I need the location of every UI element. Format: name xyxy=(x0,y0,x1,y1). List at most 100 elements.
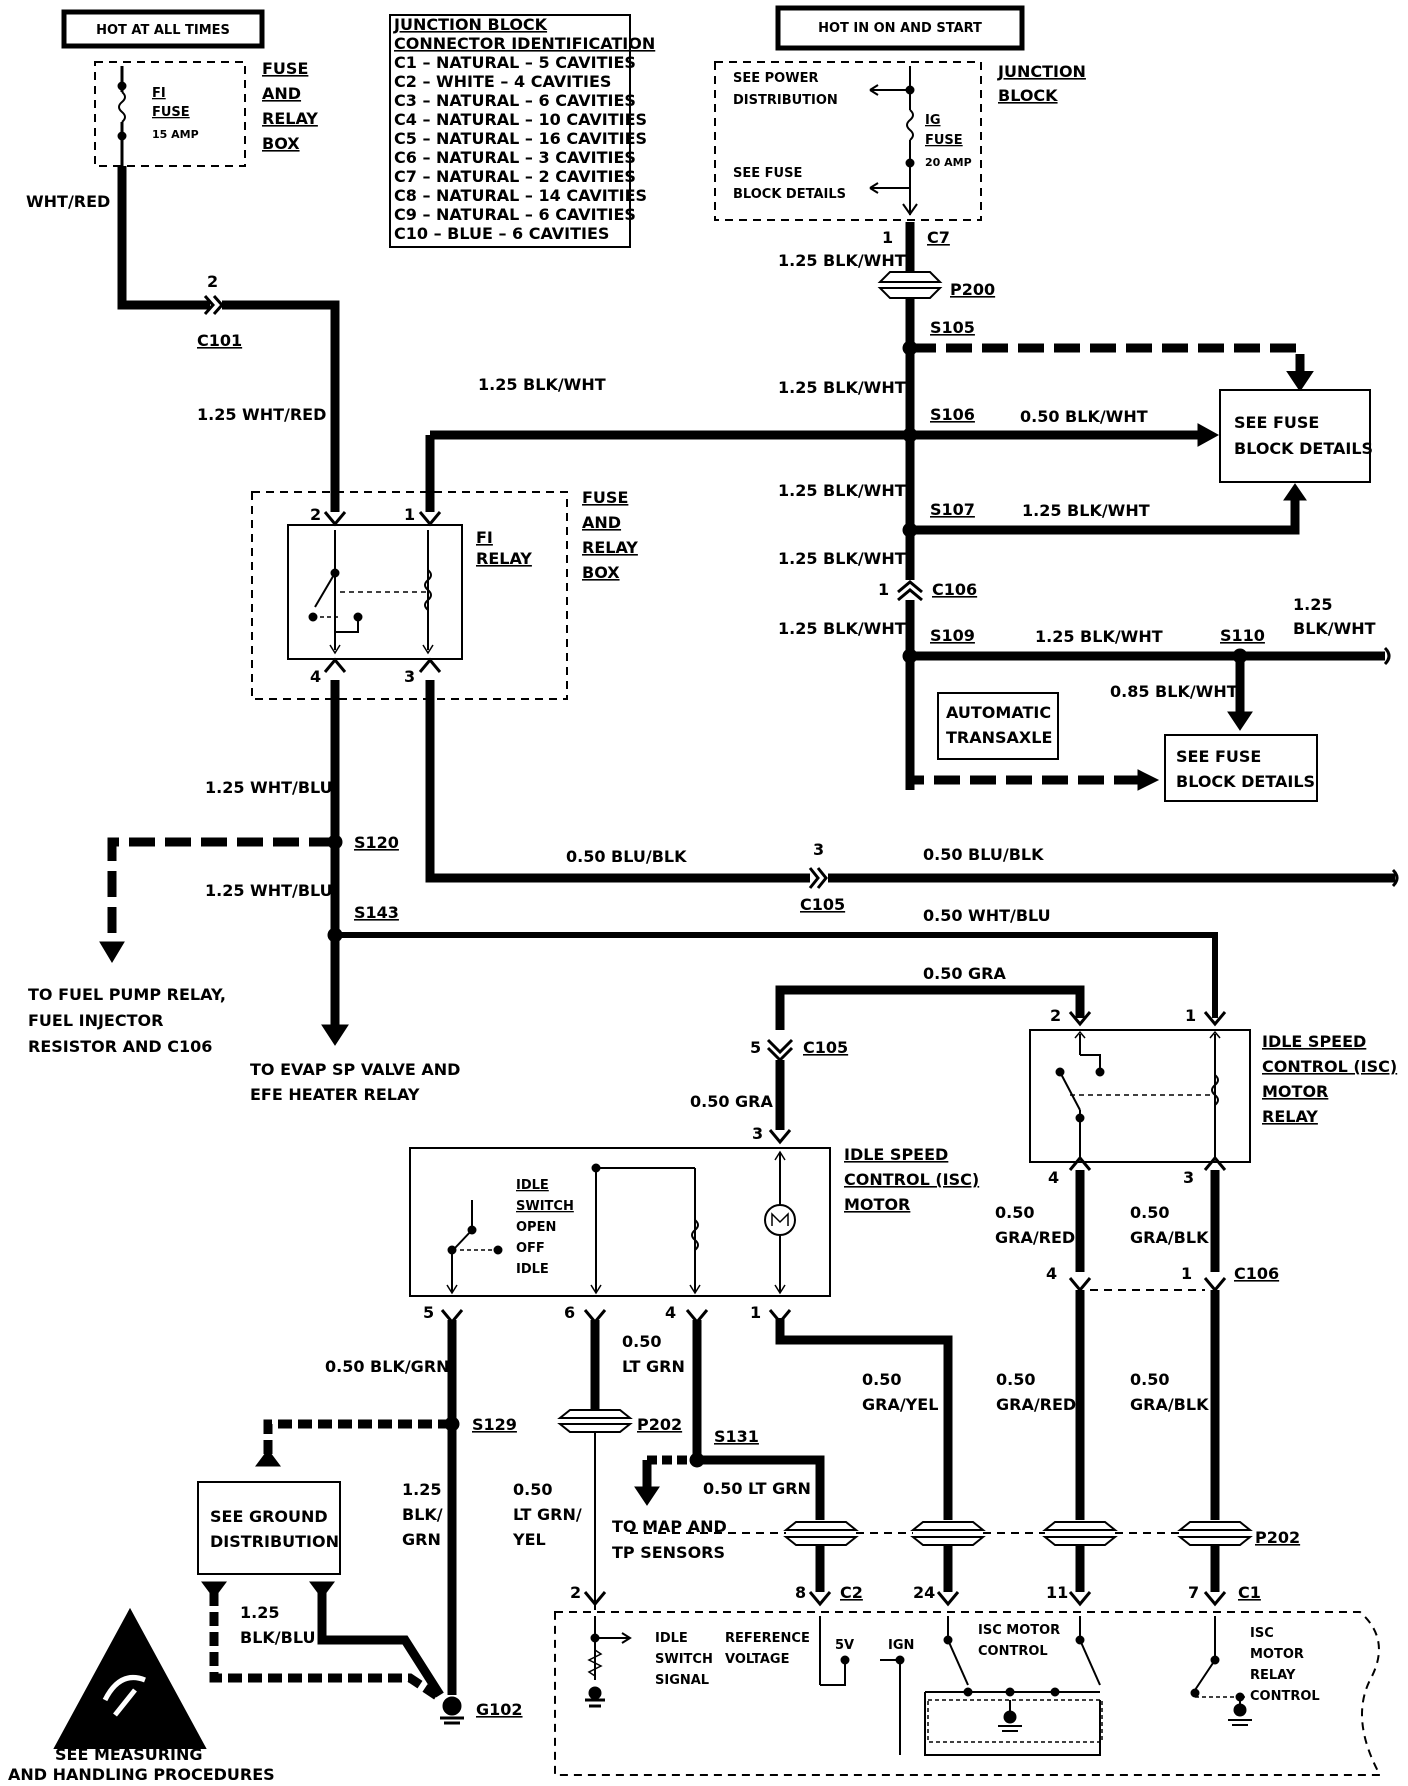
wire-label: 1.25 BLK/WHT xyxy=(778,549,906,568)
wire-label: 0.50 xyxy=(622,1332,661,1351)
s120-label: S120 xyxy=(354,833,399,852)
p202-connector-row xyxy=(783,1521,1253,1546)
hot-at-all-times-box xyxy=(61,9,265,49)
s105-label: S105 xyxy=(930,318,975,337)
ecm-reference-label: REFERENCE xyxy=(725,1631,810,1646)
isc-motor-label: CONTROL (ISC) xyxy=(844,1170,979,1189)
connector-row: C5 – NATURAL – 16 CAVITIES xyxy=(394,129,647,148)
c7-label: C7 xyxy=(927,228,950,247)
pin-label: 4 xyxy=(665,1303,676,1322)
p200-label: P200 xyxy=(950,280,995,299)
ecm-idle-switch-label: SIGNAL xyxy=(655,1673,709,1688)
see-fuse-block-box-1 xyxy=(1219,389,1371,483)
ecm-isc-relay-label: MOTOR xyxy=(1250,1647,1304,1662)
pin-label: 1 xyxy=(404,505,415,524)
c101-label: C101 xyxy=(197,331,242,350)
g102-label: G102 xyxy=(476,1700,523,1719)
idle-switch-label: OPEN xyxy=(516,1220,556,1235)
wire-label: 1.25 WHT/BLU xyxy=(205,881,333,900)
wire-label: 1.25 BLK/WHT xyxy=(1035,627,1163,646)
wire-label: 1.25 BLK/WHT xyxy=(478,375,606,394)
wire-label: 0.50 xyxy=(1130,1370,1169,1389)
wire-label: 1.25 xyxy=(402,1480,441,1499)
ecm-ign-label: IGN xyxy=(888,1638,914,1653)
c1-label: C1 xyxy=(1238,1583,1261,1602)
see-fuse-label: SEE FUSE xyxy=(1234,413,1319,432)
pin-label: 1 xyxy=(882,228,893,247)
pin-label: 24 xyxy=(913,1583,935,1602)
wire-label: 0.50 LT GRN xyxy=(703,1479,811,1498)
s106-label: S106 xyxy=(930,405,975,424)
connector-table-subtitle: CONNECTOR IDENTIFICATION xyxy=(394,34,655,53)
wire-wht-blu-050 xyxy=(335,932,1218,1018)
see-ground-label: DISTRIBUTION xyxy=(210,1532,339,1551)
to-evap-label: EFE HEATER RELAY xyxy=(250,1085,420,1104)
wire-s120-dashed xyxy=(107,837,335,945)
ecm-isc-control-label: ISC MOTOR xyxy=(978,1623,1060,1638)
wire-label: 0.50 xyxy=(995,1203,1034,1222)
fuse-relay-box-label: BOX xyxy=(262,134,300,153)
relay-box-label: BOX xyxy=(582,563,620,582)
c105-label: C105 xyxy=(800,895,845,914)
pin-label: 4 xyxy=(310,667,321,686)
pin-label: 3 xyxy=(1183,1168,1194,1187)
wire-label: 0.50 BLK/WHT xyxy=(1020,407,1148,426)
hot-in-on-start-label: HOT IN ON AND START xyxy=(818,21,982,36)
ecm-isc-relay-label: RELAY xyxy=(1250,1668,1296,1683)
wire-label: 1.25 BLK/WHT xyxy=(778,378,906,397)
wire-gra xyxy=(775,985,1085,1030)
idle-switch-label: IDLE xyxy=(516,1262,549,1277)
wire-label: 0.50 GRA xyxy=(690,1092,774,1111)
hot-at-all-times-label: HOT AT ALL TIMES xyxy=(96,23,230,38)
pin-label: 8 xyxy=(795,1583,806,1602)
p202-connector-a xyxy=(557,1409,633,1419)
pin-label: 4 xyxy=(1048,1168,1059,1187)
pin-label: 3 xyxy=(404,667,415,686)
fi-relay-inner xyxy=(287,524,463,660)
s107-label: S107 xyxy=(930,500,975,519)
c105-label: C105 xyxy=(803,1038,848,1057)
pin-label: 3 xyxy=(752,1124,763,1143)
c105-connector-b xyxy=(766,1038,794,1063)
see-ground-label: SEE GROUND xyxy=(210,1507,328,1526)
see-fuse-block-box-2 xyxy=(1164,734,1318,802)
wire-label: 1.25 xyxy=(1293,595,1332,614)
wire-label: LT GRN xyxy=(622,1357,685,1376)
s110-label: S110 xyxy=(1220,626,1265,645)
hot-in-on-start-box xyxy=(775,5,1025,51)
isc-relay-label: MOTOR xyxy=(1262,1082,1328,1101)
auto-transaxle-label: AUTOMATIC xyxy=(946,703,1051,722)
wire-label: 1.25 BLK/WHT xyxy=(778,481,906,500)
connector-row: C10 – BLUE – 6 CAVITIES xyxy=(394,224,609,243)
connector-row: C2 – WHITE – 4 CAVITIES xyxy=(394,72,611,91)
ecm-idle-switch-label: IDLE xyxy=(655,1631,688,1646)
connector-table: JUNCTION BLOCK CONNECTOR IDENTIFICATION … xyxy=(393,15,655,243)
pin-label: 3 xyxy=(813,840,824,859)
fuse-relay-box-label: FUSE xyxy=(262,59,308,78)
pin-label: 7 xyxy=(1188,1583,1199,1602)
auto-transaxle-box xyxy=(937,692,1059,760)
ecm-reference-label: VOLTAGE xyxy=(725,1652,790,1667)
to-map-label: TP SENSORS xyxy=(612,1543,725,1562)
pin-label: 2 xyxy=(1050,1006,1061,1025)
connector-row: C1 – NATURAL – 5 CAVITIES xyxy=(394,53,636,72)
to-fuel-pump-label: RESISTOR AND C106 xyxy=(28,1037,212,1056)
wire-gra-yel xyxy=(775,1318,953,1520)
pin-label: 1 xyxy=(750,1303,761,1322)
wire-label: 0.50 BLK/GRN xyxy=(325,1357,450,1376)
wire-label: GRA/RED xyxy=(995,1228,1075,1247)
pin-label: 11 xyxy=(1046,1583,1068,1602)
to-fuel-pump-label: TO FUEL PUMP RELAY, xyxy=(28,985,226,1004)
connector-row: C9 – NATURAL – 6 CAVITIES xyxy=(394,205,636,224)
s131-label: S131 xyxy=(714,1427,759,1446)
pin-label: 2 xyxy=(207,272,218,291)
jb-distribution: DISTRIBUTION xyxy=(733,93,838,108)
c2-label: C2 xyxy=(840,1583,863,1602)
connector-row: C7 – NATURAL – 2 CAVITIES xyxy=(394,167,636,186)
wire-blk-blu xyxy=(317,1592,444,1698)
jb-see-power: SEE POWER xyxy=(733,71,818,86)
to-fuel-pump-label: FUEL INJECTOR xyxy=(28,1011,163,1030)
wire-label: YEL xyxy=(512,1530,546,1549)
c106-label: C106 xyxy=(1234,1264,1279,1283)
